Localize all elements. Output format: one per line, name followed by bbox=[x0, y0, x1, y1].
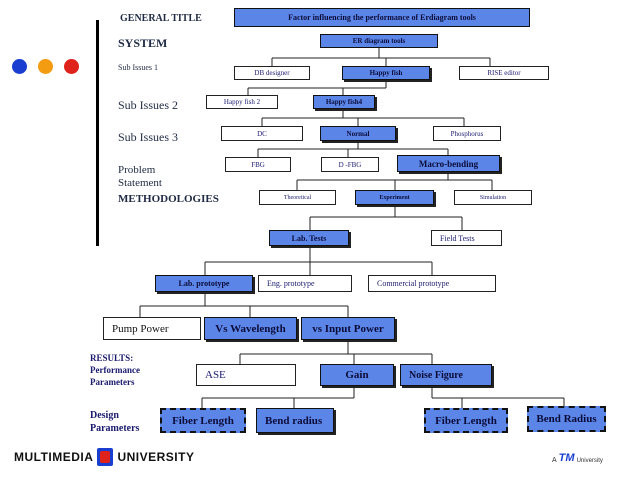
methodologies-label: METHODOLOGIES bbox=[118, 193, 219, 205]
node-simulation: Simulation bbox=[454, 190, 532, 205]
node-theoretical: Theoretical bbox=[259, 190, 336, 205]
node-fiber-length-1: Fiber Length bbox=[160, 408, 246, 433]
general-title-box: Factor influencing the performance of Er… bbox=[234, 8, 530, 27]
node-fbg: FBG bbox=[225, 157, 291, 172]
node-bend-radius-2: Bend Radius bbox=[527, 406, 606, 432]
logo-text-university: UNIVERSITY bbox=[117, 450, 195, 464]
results-label-line2: Performance bbox=[90, 365, 140, 375]
results-label-line1: RESULTS: bbox=[90, 353, 134, 363]
system-node-er-diagram-tools: ER diagram tools bbox=[320, 34, 438, 48]
design-parameters-label-line2: Parameters bbox=[90, 423, 140, 434]
node-normal: Normal bbox=[320, 126, 396, 141]
node-happy-fish: Happy fish bbox=[342, 66, 430, 80]
node-macro-bending: Macro-bending bbox=[397, 155, 500, 172]
sub-issues-1-label: Sub Issues 1 bbox=[118, 63, 159, 72]
university-crest-icon bbox=[97, 448, 114, 466]
sub-issues-2-label: Sub Issues 2 bbox=[118, 98, 179, 112]
node-rise-editor: RISE editor bbox=[459, 66, 549, 80]
blue-dot-icon bbox=[12, 59, 27, 74]
tm-prefix: A bbox=[552, 457, 557, 464]
node-d-fbg: D -FBG bbox=[321, 157, 379, 172]
tm-logo-mark: TM bbox=[558, 452, 575, 464]
node-vs-input-power: vs Input Power bbox=[301, 317, 395, 340]
left-divider-line bbox=[96, 20, 99, 246]
node-phosphorus: Phosphorus bbox=[433, 126, 501, 141]
node-pump-power: Pump Power bbox=[103, 317, 201, 340]
node-gain: Gain bbox=[320, 364, 394, 386]
logo-text-multimedia: MULTIMEDIA bbox=[14, 450, 94, 464]
red-dot-icon bbox=[64, 59, 79, 74]
design-parameters-label-line1: Design bbox=[90, 410, 119, 421]
node-db-designer: DB designer bbox=[234, 66, 310, 80]
problem-statement-label-line1: Problem bbox=[118, 164, 156, 176]
node-dc: DC bbox=[221, 126, 303, 141]
node-fiber-length-2: Fiber Length bbox=[424, 408, 508, 433]
node-noise-figure: Noise Figure bbox=[400, 364, 492, 386]
multimedia-university-logo: MULTIMEDIA UNIVERSITY bbox=[14, 446, 194, 468]
tm-university-logo: A TM University bbox=[552, 452, 603, 464]
node-commercial-prototype: Commercial prototype bbox=[368, 275, 496, 292]
system-label: SYSTEM bbox=[118, 36, 168, 50]
general-title-label: GENERAL TITLE bbox=[120, 13, 202, 24]
node-field-tests: Field Tests bbox=[431, 230, 502, 246]
results-label-line3: Parameters bbox=[90, 377, 135, 387]
node-ase: ASE bbox=[196, 364, 296, 386]
node-bend-radius-1: Bend radius bbox=[256, 408, 334, 433]
node-happy-fish4: Happy fish4 bbox=[313, 95, 375, 109]
tm-suffix: University bbox=[576, 458, 603, 464]
node-happy-fish-2: Happy fish 2 bbox=[206, 95, 278, 109]
orange-dot-icon bbox=[38, 59, 53, 74]
sub-issues-3-label: Sub Issues 3 bbox=[118, 130, 179, 144]
problem-statement-label-line2: Statement bbox=[118, 177, 162, 189]
node-lab-tests: Lab. Tests bbox=[269, 230, 349, 246]
node-eng-prototype: Eng. prototype bbox=[258, 275, 352, 292]
node-vs-wavelength: Vs Wavelength bbox=[204, 317, 297, 340]
node-lab-prototype: Lab. prototype bbox=[155, 275, 253, 292]
node-experiment: Experiment bbox=[355, 190, 434, 205]
